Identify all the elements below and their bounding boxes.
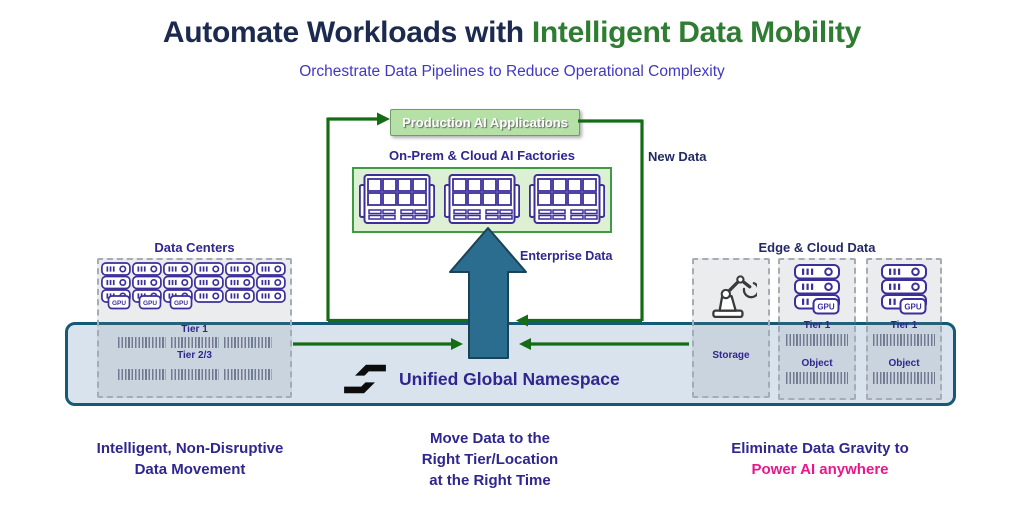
gpu-badge-label: GPU xyxy=(112,300,126,307)
disk-array-bar xyxy=(786,334,848,346)
note-move-data: Move Data to the Right Tier/Location at … xyxy=(421,430,559,489)
dc-tier1-bars xyxy=(97,337,292,348)
namespace-label: Unified Global Namespace xyxy=(399,369,620,389)
data-centers-label: Data Centers xyxy=(154,240,235,255)
hammerspace-logo-icon xyxy=(344,364,386,394)
note-intelligent-movement: Intelligent, Non-Disruptive Data Movemen… xyxy=(96,440,284,478)
power-ai-anywhere-text: Power AI anywhere xyxy=(751,461,889,478)
ai-factory-rack-icon xyxy=(444,174,520,224)
server-gpu-icon: GPU xyxy=(881,264,927,315)
ai-factory-rack-icon xyxy=(359,174,435,224)
edge2-object-label: Object xyxy=(888,358,920,369)
production-ai-applications-box: Production AI Applications xyxy=(390,109,580,136)
disk-array-bar xyxy=(873,334,935,346)
ai-factories-label: On-Prem & Cloud AI Factories xyxy=(389,148,575,163)
disk-array-bar xyxy=(786,372,848,384)
ai-factory-rack-icon xyxy=(529,174,605,224)
disk-array-bar xyxy=(117,369,166,380)
edge1-tier-label: Tier 1 xyxy=(803,320,831,331)
page-title: Automate Workloads with Intelligent Data… xyxy=(0,16,1024,50)
storage-label: Storage xyxy=(712,350,750,361)
new-data-label: New Data xyxy=(648,149,707,164)
page-subtitle: Orchestrate Data Pipelines to Reduce Ope… xyxy=(299,63,725,80)
enterprise-data-label: Enterprise Data xyxy=(520,249,613,263)
edge2-tier-label: Tier 1 xyxy=(890,320,918,331)
edge-cloud-label: Edge & Cloud Data xyxy=(758,240,876,255)
gpu-badge-label: GPU xyxy=(817,302,835,311)
storage-box xyxy=(692,258,770,398)
gpu-badge-label: GPU xyxy=(904,302,922,311)
note-data-gravity: Eliminate Data Gravity to Power AI anywh… xyxy=(685,438,955,480)
server-gpu-icon: GPU xyxy=(794,264,840,315)
disk-array-bar xyxy=(223,337,272,348)
robot-arm-icon xyxy=(712,275,757,319)
gpu-badge xyxy=(812,298,840,315)
gpu-badge xyxy=(107,295,193,310)
disk-array-bar xyxy=(170,369,219,380)
gpu-badge-label: GPU xyxy=(143,300,157,307)
dc-tier23-label: Tier 2/3 xyxy=(177,350,212,361)
dc-tier23-bars xyxy=(97,369,292,380)
disk-array-bar xyxy=(117,337,166,348)
arrowhead-right-icon xyxy=(377,112,390,126)
disk-array-bar xyxy=(223,369,272,380)
title-highlight: Intelligent Data Mobility xyxy=(531,16,862,49)
server-stack-icons: GPU GPU GPU xyxy=(101,262,286,310)
gpu-badge xyxy=(899,298,927,315)
dc-tier1-label: Tier 1 xyxy=(181,324,208,335)
disk-array-bar xyxy=(170,337,219,348)
disk-array-bar xyxy=(873,372,935,384)
ai-factories-box xyxy=(352,167,612,233)
title-prefix: Automate Workloads with xyxy=(162,16,532,49)
edge1-object-label: Object xyxy=(801,358,833,369)
gpu-badge-label: GPU xyxy=(174,300,188,307)
